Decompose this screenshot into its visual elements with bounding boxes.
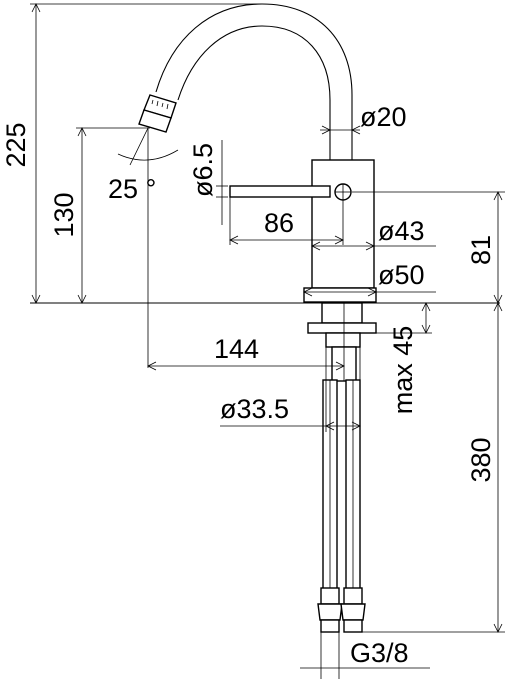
spout-outer — [155, 3, 353, 160]
label-lever-length: 86 — [264, 208, 294, 238]
label-thread: G3/8 — [350, 638, 409, 668]
hose-fittings — [317, 587, 366, 633]
lever-handle — [229, 183, 352, 201]
faucet-body — [30, 3, 500, 633]
label-lever-height: 81 — [466, 235, 496, 265]
label-lever-diameter: ø6.5 — [188, 143, 218, 197]
label-spout-diameter: ø20 — [360, 102, 407, 132]
label-base-diameter: ø50 — [378, 260, 425, 290]
fixing-assembly — [307, 302, 377, 382]
label-hose-length: 380 — [466, 437, 496, 482]
base-ring — [303, 287, 377, 303]
aerator — [138, 94, 177, 133]
spout-inner — [177, 25, 331, 160]
dimension-labels: 225 130 25 ° ø6.5 ø20 86 ø43 ø50 81 144 … — [1, 102, 496, 668]
label-total-height: 225 — [1, 122, 31, 167]
label-spout-height: 130 — [49, 192, 79, 237]
label-fixing-diameter: ø33.5 — [220, 394, 289, 424]
label-spout-angle: 25 ° — [108, 174, 156, 204]
label-body-diameter: ø43 — [378, 216, 425, 246]
flexible-hoses — [322, 379, 361, 591]
dimension-lines — [30, 3, 505, 679]
label-deck-thickness: max 45 — [388, 326, 418, 415]
label-reach: 144 — [214, 334, 259, 364]
